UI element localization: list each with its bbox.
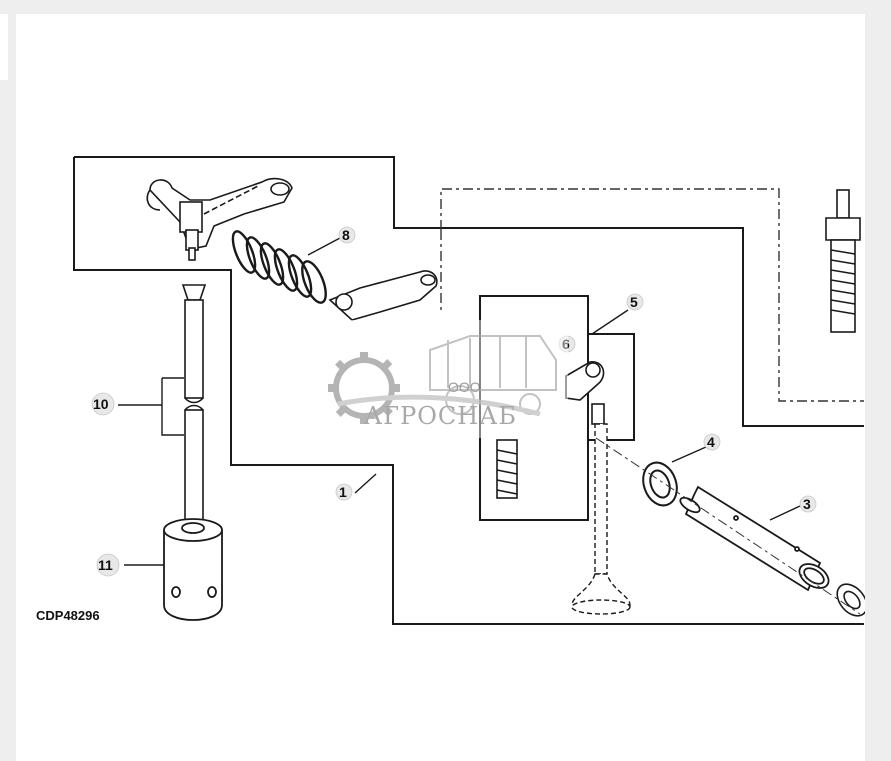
callout-6: 6 [562, 336, 570, 352]
thrust-washer [642, 461, 678, 507]
callout-1: 1 [339, 484, 347, 500]
watermark-prefix: ООО [448, 379, 481, 395]
exploded-parts-diagram: 8 10 11 1 5 6 4 3 CDP48296 [36, 156, 865, 625]
dashed-outline [440, 188, 864, 402]
push-rod [181, 284, 207, 526]
cam-follower [163, 518, 223, 621]
figure-code: CDP48296 [36, 608, 100, 623]
callout-5: 5 [630, 294, 638, 310]
shaft-plug [836, 583, 865, 617]
watermark-swoosh [337, 394, 541, 417]
valve-rocker-small [565, 361, 605, 425]
callout-11: 11 [98, 557, 113, 573]
grouping-outlines [73, 156, 864, 625]
valve-guide-stud [496, 439, 518, 499]
callout-10: 10 [93, 396, 109, 412]
gear-teeth [328, 352, 400, 424]
second-rocker-arm [328, 270, 438, 321]
rocker-arm-assembly [146, 177, 293, 261]
rocker-spring [231, 230, 327, 304]
stud-bolt [825, 189, 861, 333]
watermark-brand: АГРОСНАБ [364, 402, 517, 430]
callout-3: 3 [803, 496, 811, 512]
engine-valve [571, 423, 631, 615]
callouts: 8 10 11 1 5 6 4 3 [91, 226, 817, 577]
watermark-logo: ООО АГРОСНАБ [322, 320, 568, 438]
viewer-left-strip [0, 14, 8, 80]
callout-8: 8 [342, 227, 350, 243]
diagram-page: 8 10 11 1 5 6 4 3 CDP48296 [16, 14, 865, 761]
leader-lines [118, 237, 801, 566]
callout-4: 4 [707, 434, 715, 450]
